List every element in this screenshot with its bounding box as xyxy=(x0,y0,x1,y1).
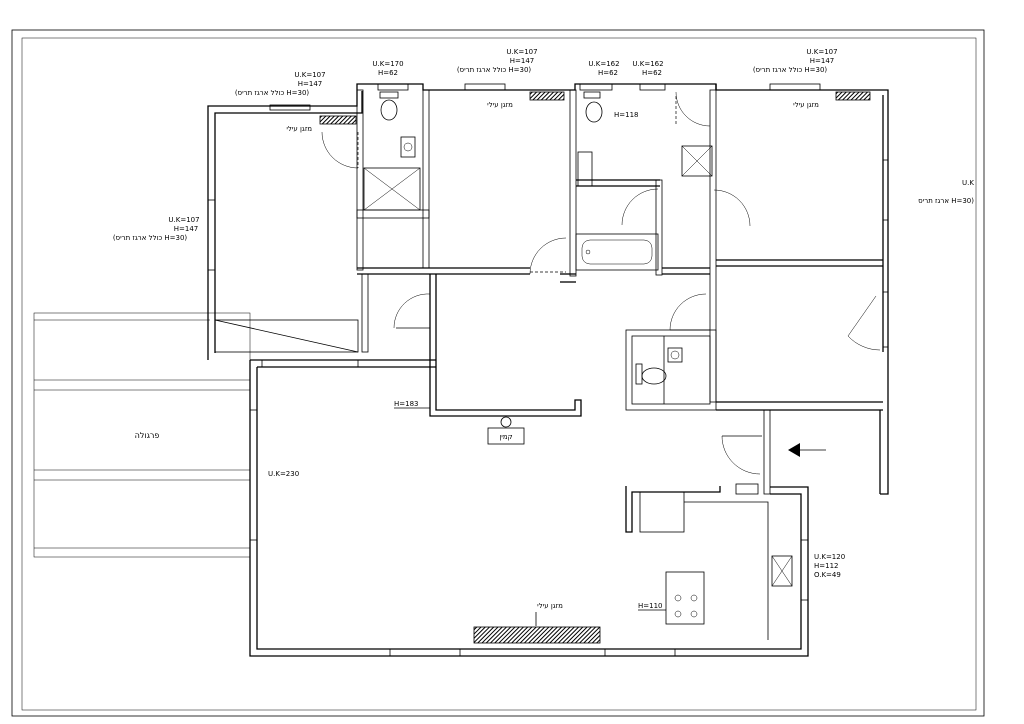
pergola: פרגולה xyxy=(33,312,251,558)
svg-text:H=147: H=147 xyxy=(174,225,199,233)
window-tag-170: U.K=170 H=62 xyxy=(372,60,403,77)
entry-step xyxy=(735,483,759,495)
fireplace-label: קמין xyxy=(499,433,512,441)
entrance-arrow-icon xyxy=(788,443,826,457)
svg-text:U.K=107: U.K=107 xyxy=(168,216,199,224)
svg-text:U.K=162: U.K=162 xyxy=(632,60,663,68)
toilet-icon xyxy=(379,91,399,121)
window-tag-kitchen: U.K=120 H=112 O.K=49 xyxy=(814,553,845,579)
svg-text:H=147: H=147 xyxy=(510,57,535,65)
window-tag-left-top: U.K=107 H=147 (כולל ארגז תריס H=30) xyxy=(235,71,326,97)
exterior-walls xyxy=(207,83,889,657)
stove-icon xyxy=(665,555,793,625)
window-tag-middle: U.K=107 H=147 (כולל ארגז תריס H=30) xyxy=(457,48,538,74)
svg-text:(כולל ארגז תריס H=30): (כולל ארגז תריס H=30) xyxy=(457,66,532,74)
window-tag-162b: U.K=162 H=62 xyxy=(632,60,663,77)
svg-text:(כולל ארגז תריס H=30): (כולל ארגז תריס H=30) xyxy=(113,234,188,242)
svg-text:U.K=107: U.K=107 xyxy=(294,71,325,79)
svg-text:H=112: H=112 xyxy=(814,562,839,570)
shower-icon xyxy=(363,145,713,211)
svg-text:(כולל ארגז תריס H=30): (כולל ארגז תריס H=30) xyxy=(235,89,310,97)
bathtub-icon xyxy=(575,233,659,271)
toilet-icon xyxy=(635,363,667,385)
ac-unit-hatch xyxy=(319,115,357,125)
uk230-label: U.K=230 xyxy=(268,470,299,478)
svg-text:U.K=107: U.K=107 xyxy=(506,48,537,56)
svg-text:(כולל ארגז תריס H=30): (כולל ארגז תריס H=30) xyxy=(753,66,828,74)
window-tag-162a: U.K=162 H=62 xyxy=(588,60,619,77)
svg-text:U.K=170: U.K=170 xyxy=(372,60,403,68)
pergola-label: פרגולה xyxy=(135,431,160,440)
svg-text:H=62: H=62 xyxy=(642,69,662,77)
outer-frame xyxy=(11,29,985,717)
ac-label: מזגן עילי xyxy=(537,602,563,610)
windows xyxy=(207,83,889,657)
ac-unit-hatch xyxy=(835,91,871,101)
toilet-icon xyxy=(583,91,603,123)
svg-text:U.K=107: U.K=107 xyxy=(806,48,837,56)
ac-label: מזגן עילי xyxy=(793,101,819,109)
fireplace-icon xyxy=(487,416,525,445)
svg-text:U.K=120: U.K=120 xyxy=(814,553,845,561)
svg-text:H=147: H=147 xyxy=(810,57,835,65)
svg-text:U.K: U.K xyxy=(962,179,974,187)
svg-text:ארגז תריס H=30): ארגז תריס H=30) xyxy=(918,197,974,205)
interior-walls xyxy=(214,89,883,640)
h118-label: H=118 xyxy=(614,111,639,119)
svg-text:H=62: H=62 xyxy=(598,69,618,77)
svg-text:H=147: H=147 xyxy=(298,80,323,88)
window-tag-right-cut: U.K ארגז תריס H=30) xyxy=(918,179,974,205)
doors xyxy=(321,91,881,475)
ac-unit-hatch xyxy=(473,626,601,644)
svg-text:H=62: H=62 xyxy=(378,69,398,77)
window-tag-left-side: U.K=107 H=147 (כולל ארגז תריס H=30) xyxy=(113,216,200,242)
ac-unit-hatch xyxy=(529,91,565,101)
h183-label: H=183 xyxy=(394,400,419,408)
ac-label: מזגן עילי xyxy=(487,101,513,109)
sink-icon xyxy=(400,136,683,363)
svg-text:U.K=162: U.K=162 xyxy=(588,60,619,68)
ac-label: מזגן עילי xyxy=(286,125,312,133)
h110-label: H=110 xyxy=(638,602,663,610)
svg-text:O.K=49: O.K=49 xyxy=(814,571,841,579)
inner-frame xyxy=(21,37,977,711)
window-tag-right-top: U.K=107 H=147 (כולל ארגז תריס H=30) xyxy=(753,48,838,74)
